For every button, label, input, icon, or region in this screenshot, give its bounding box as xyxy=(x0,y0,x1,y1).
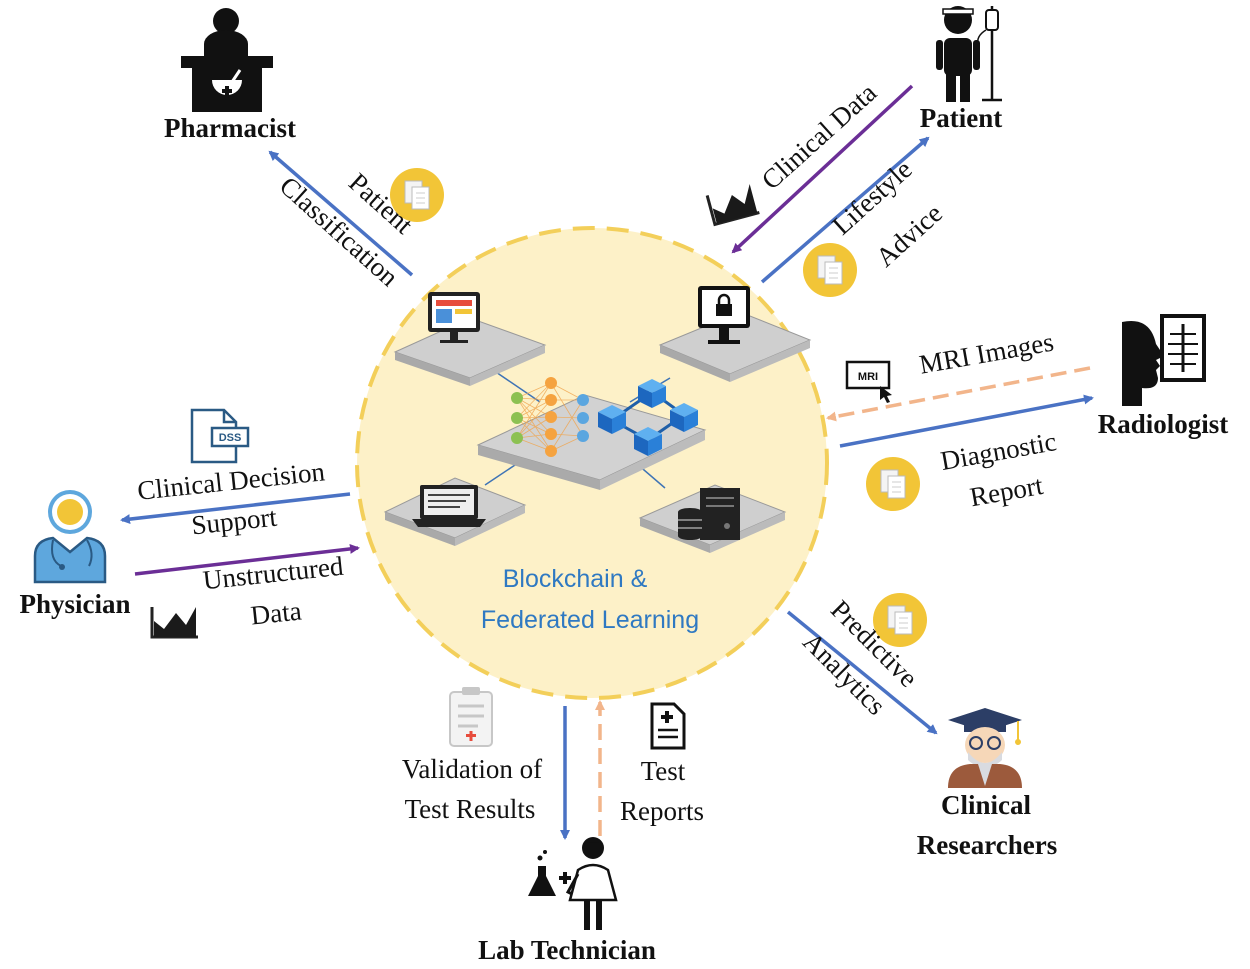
platform-top-left xyxy=(393,317,547,386)
role-lab-technician: Lab Technician xyxy=(478,935,656,965)
laptop-icon xyxy=(412,485,486,527)
center-title-line1: Blockchain & xyxy=(503,565,648,593)
clipboard-icon xyxy=(449,687,493,747)
label-diagnostic-report-2: Report xyxy=(968,470,1046,512)
label-mri-images: MRI Images xyxy=(917,327,1056,380)
role-patient: Patient xyxy=(920,103,1002,133)
role-physician: Physician xyxy=(19,589,130,619)
medical-report-icon xyxy=(650,702,686,750)
arrow-diagnostic-report xyxy=(839,394,1094,448)
label-validation-1: Validation of xyxy=(402,754,542,784)
mri-icon: MRI xyxy=(845,360,892,403)
arrow-predictive-analytics xyxy=(786,610,938,735)
arrow-clinical-decision-support xyxy=(120,492,351,525)
pharmacist-icon xyxy=(181,8,273,112)
lab-technician-icon xyxy=(528,837,618,930)
label-validation-2: Test Results xyxy=(405,794,536,824)
blockchain-cubes-icon xyxy=(598,379,698,456)
mri-label: MRI xyxy=(858,371,878,383)
role-clinical-researchers-line2: Researchers xyxy=(917,830,1057,860)
neural-network-icon xyxy=(511,377,589,457)
patient-icon xyxy=(936,6,1002,102)
arrow-patient-classification xyxy=(268,150,414,277)
label-test-reports-2: Reports xyxy=(620,796,704,826)
platform-center xyxy=(476,394,707,490)
label-clinical-data: Clinical Data xyxy=(756,77,883,195)
document-badge-icon xyxy=(865,456,921,512)
arrow-clinical-data xyxy=(731,84,914,254)
arrow-lifestyle-advice xyxy=(760,136,930,284)
monitor-icon xyxy=(428,292,480,343)
arrow-mri-images xyxy=(826,366,1091,422)
label-unstructured-data-2: Data xyxy=(249,595,303,630)
dss-file-icon: DSS xyxy=(190,408,250,464)
center-title-line2: Federated Learning xyxy=(481,606,699,634)
role-pharmacist: Pharmacist xyxy=(164,113,296,143)
chart-icon xyxy=(702,177,764,229)
label-clinical-decision-support-2: Support xyxy=(190,502,279,541)
role-radiologist: Radiologist xyxy=(1098,409,1229,439)
dss-label: DSS xyxy=(219,432,242,444)
label-lifestyle-advice-2: Advice xyxy=(870,198,948,272)
label-diagnostic-report-1: Diagnostic xyxy=(938,426,1058,476)
secure-monitor-icon xyxy=(698,286,750,344)
arrow-unstructured-data xyxy=(134,543,360,576)
chart-icon xyxy=(148,601,202,641)
researcher-icon xyxy=(948,708,1022,788)
role-clinical-researchers-line1: Clinical xyxy=(941,790,1032,820)
physician-icon xyxy=(33,490,107,584)
server-database-icon xyxy=(678,488,740,540)
label-unstructured-data-1: Unstructured xyxy=(201,551,345,596)
document-badge-icon xyxy=(802,242,858,298)
radiologist-icon xyxy=(1122,314,1206,406)
label-test-reports-1: Test xyxy=(641,756,686,786)
